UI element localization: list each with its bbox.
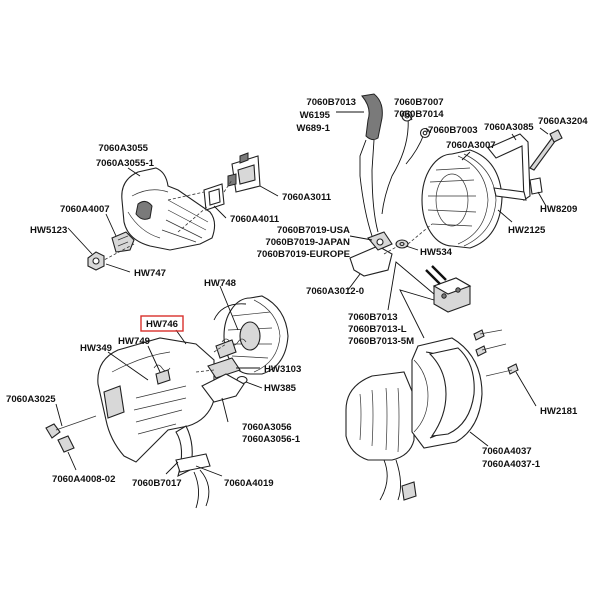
label-7060B7007: 7060B7007 (394, 97, 444, 108)
motor-housing-top-left (121, 167, 216, 251)
label-HW746: HW746 (146, 319, 178, 330)
rear-housing-7060A4037 (345, 371, 417, 501)
terminal-7060B7014 (381, 110, 413, 215)
terminal-7060B7003 (405, 127, 431, 165)
label-7060A3007: 7060A3007 (446, 140, 496, 151)
bracket-7060A3085 (487, 133, 531, 202)
label-HW534: HW534 (420, 247, 453, 258)
label-7060B7019-USA: 7060B7019-USA (277, 225, 350, 236)
knob-7060A4008 (57, 435, 75, 453)
label-7060B7013-mid: 7060B7013 (348, 312, 398, 323)
front-cover-7060A4037 (411, 337, 483, 449)
label-HW2125: HW2125 (508, 225, 546, 236)
label-7060A3025: 7060A3025 (6, 394, 56, 405)
label-7060B7013-top: 7060B7013 (306, 97, 356, 108)
label-HW385: HW385 (264, 383, 297, 394)
part-labels: 7060A3055 7060A3055-1 7060A4007 HW5123 H… (6, 97, 588, 489)
label-HW349: HW349 (80, 343, 112, 354)
label-HW8209: HW8209 (540, 204, 577, 215)
label-7060A4019: 7060A4019 (224, 478, 274, 489)
label-W6195: W6195 (300, 110, 331, 121)
motor-fan-HW748 (213, 295, 289, 375)
label-7060A4007: 7060A4007 (60, 204, 110, 215)
label-W689-1: W689-1 (296, 123, 330, 134)
label-7060B7013-L: 7060B7013-L (348, 324, 407, 335)
cord-top (359, 93, 383, 237)
gasket-7060A4011 (203, 183, 225, 211)
label-7060A3011: 7060A3011 (282, 192, 332, 203)
switch-HW3103 (207, 357, 241, 379)
washer-HW534 (395, 239, 409, 249)
label-HW3103: HW3103 (264, 364, 301, 375)
label-7060A3056-1: 7060A3056-1 (242, 434, 301, 445)
label-7060A3055-1: 7060A3055-1 (96, 158, 155, 169)
label-7060B7017: 7060B7017 (132, 478, 182, 489)
bracket-7060A3056 (201, 373, 245, 403)
screw-7060A3025 (45, 415, 97, 439)
handle-7060A4019 (175, 453, 211, 473)
spring-HW746 (215, 338, 247, 359)
label-7060A4011: 7060A4011 (230, 214, 280, 225)
heater-7060A3007 (421, 149, 503, 249)
main-body-7060B7017 (97, 337, 215, 509)
nut-HW5123 (87, 251, 105, 271)
screws-HW2181 (473, 329, 519, 377)
label-7060B7019-EUROPE: 7060B7019-EUROPE (257, 249, 351, 260)
label-HW2181: HW2181 (540, 406, 578, 417)
strain-relief-7060A3012 (349, 231, 393, 277)
screw-7060A3204 (529, 129, 563, 171)
label-HW749: HW749 (118, 336, 150, 347)
label-7060B7003: 7060B7003 (428, 125, 478, 136)
spring-HW749 (153, 364, 171, 385)
label-7060B7014: 7060B7014 (394, 109, 444, 120)
label-7060A4037-1: 7060A4037-1 (482, 459, 541, 470)
label-7060A3085: 7060A3085 (484, 122, 534, 133)
label-HW747: HW747 (134, 268, 166, 279)
label-7060A3055: 7060A3055 (98, 143, 148, 154)
label-7060A3204: 7060A3204 (538, 116, 588, 127)
label-7060A3056: 7060A3056 (242, 422, 292, 433)
label-HW748: HW748 (204, 278, 237, 289)
label-7060B7019-JAPAN: 7060B7019-JAPAN (265, 237, 350, 248)
connector-7060B7013 (425, 265, 472, 313)
clip-HW8209 (529, 177, 543, 195)
leader-lines (55, 111, 549, 477)
label-HW5123: HW5123 (30, 225, 67, 236)
switch-7060A3011 (227, 152, 261, 193)
label-7060A4008-02: 7060A4008-02 (52, 474, 115, 485)
label-7060A4037: 7060A4037 (482, 446, 532, 457)
label-7060A3012-0: 7060A3012-0 (306, 286, 364, 297)
highlight-box-HW746 (140, 315, 184, 332)
label-7060B7013-5M: 7060B7013-5M (348, 336, 414, 347)
